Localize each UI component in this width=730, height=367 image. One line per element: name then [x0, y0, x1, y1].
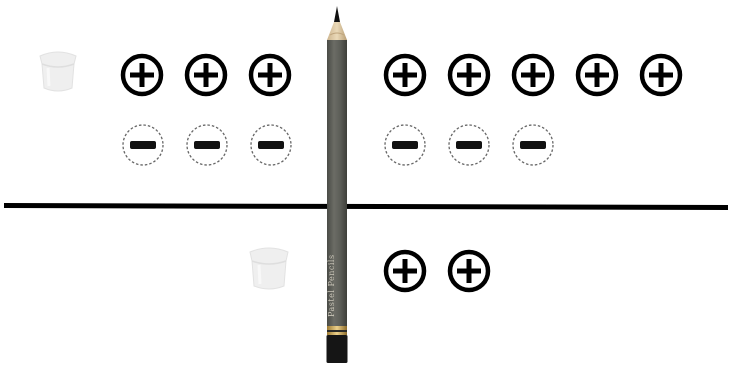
positive-charge-icon	[383, 249, 427, 293]
positive-charge-icon	[184, 53, 228, 97]
cup-icon	[244, 244, 294, 292]
negative-charge-icon	[509, 121, 557, 169]
positive-charge-icon	[575, 53, 619, 97]
positive-charge-icon	[639, 53, 683, 97]
cup-icon	[34, 48, 82, 94]
positive-charge-icon	[120, 53, 164, 97]
divider-line	[4, 203, 728, 210]
negative-charge-icon	[183, 121, 231, 169]
negative-charge-icon	[247, 121, 295, 169]
negative-charge-icon	[119, 121, 167, 169]
pencil-brand-label: Pastel Pencils	[327, 246, 347, 326]
negative-charge-icon	[381, 121, 429, 169]
positive-charge-icon	[248, 53, 292, 97]
positive-charge-icon	[511, 53, 555, 97]
positive-charge-icon	[447, 249, 491, 293]
positive-charge-icon	[383, 53, 427, 97]
negative-charge-icon	[445, 121, 493, 169]
positive-charge-icon	[447, 53, 491, 97]
